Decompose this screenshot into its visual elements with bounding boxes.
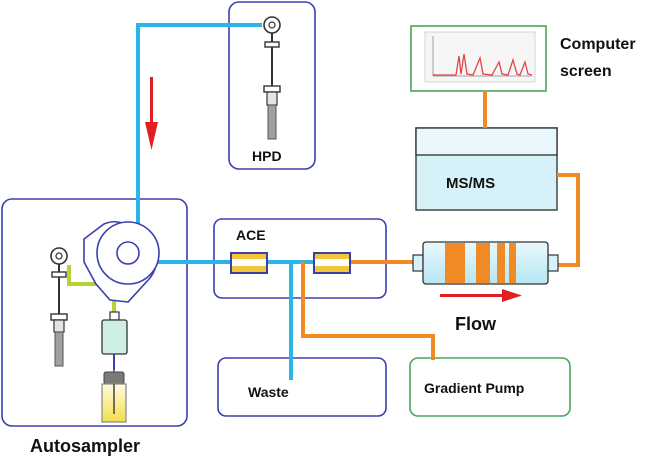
syringe-icon xyxy=(50,247,68,367)
msms-box xyxy=(415,127,558,211)
autosampler-box xyxy=(1,198,188,427)
flow-arrow-icon xyxy=(440,289,522,302)
flow-label: Flow xyxy=(455,314,497,334)
autosampler-label: Autosampler xyxy=(30,436,140,456)
down-arrow-icon xyxy=(145,77,158,150)
waste-label: Waste xyxy=(248,384,289,400)
syringe-icon xyxy=(263,16,281,140)
ace-label: ACE xyxy=(236,227,266,243)
chromatogram-icon xyxy=(432,36,533,77)
lc-column xyxy=(412,241,559,285)
injection-valve-icon xyxy=(83,220,160,303)
computer-screen-label-line2: screen xyxy=(560,63,612,80)
waste-box xyxy=(217,357,387,417)
blue-fluid-lines xyxy=(102,23,314,380)
sample-vial-icon xyxy=(101,371,127,423)
hpd-box xyxy=(228,1,316,170)
msms-label: MS/MS xyxy=(446,175,495,192)
gradient-pump-label: Gradient Pump xyxy=(424,380,524,396)
ace-box xyxy=(213,218,387,299)
orange-fluid-lines xyxy=(301,92,580,360)
gradient-pump-box xyxy=(409,357,571,417)
ace-cartridge-2 xyxy=(313,252,351,274)
computer-screen-label-line1: Computer xyxy=(560,36,636,53)
hpd-label: HPD xyxy=(252,148,282,164)
filter-cartridge-icon xyxy=(101,311,128,412)
ace-cartridge-1 xyxy=(230,252,268,274)
